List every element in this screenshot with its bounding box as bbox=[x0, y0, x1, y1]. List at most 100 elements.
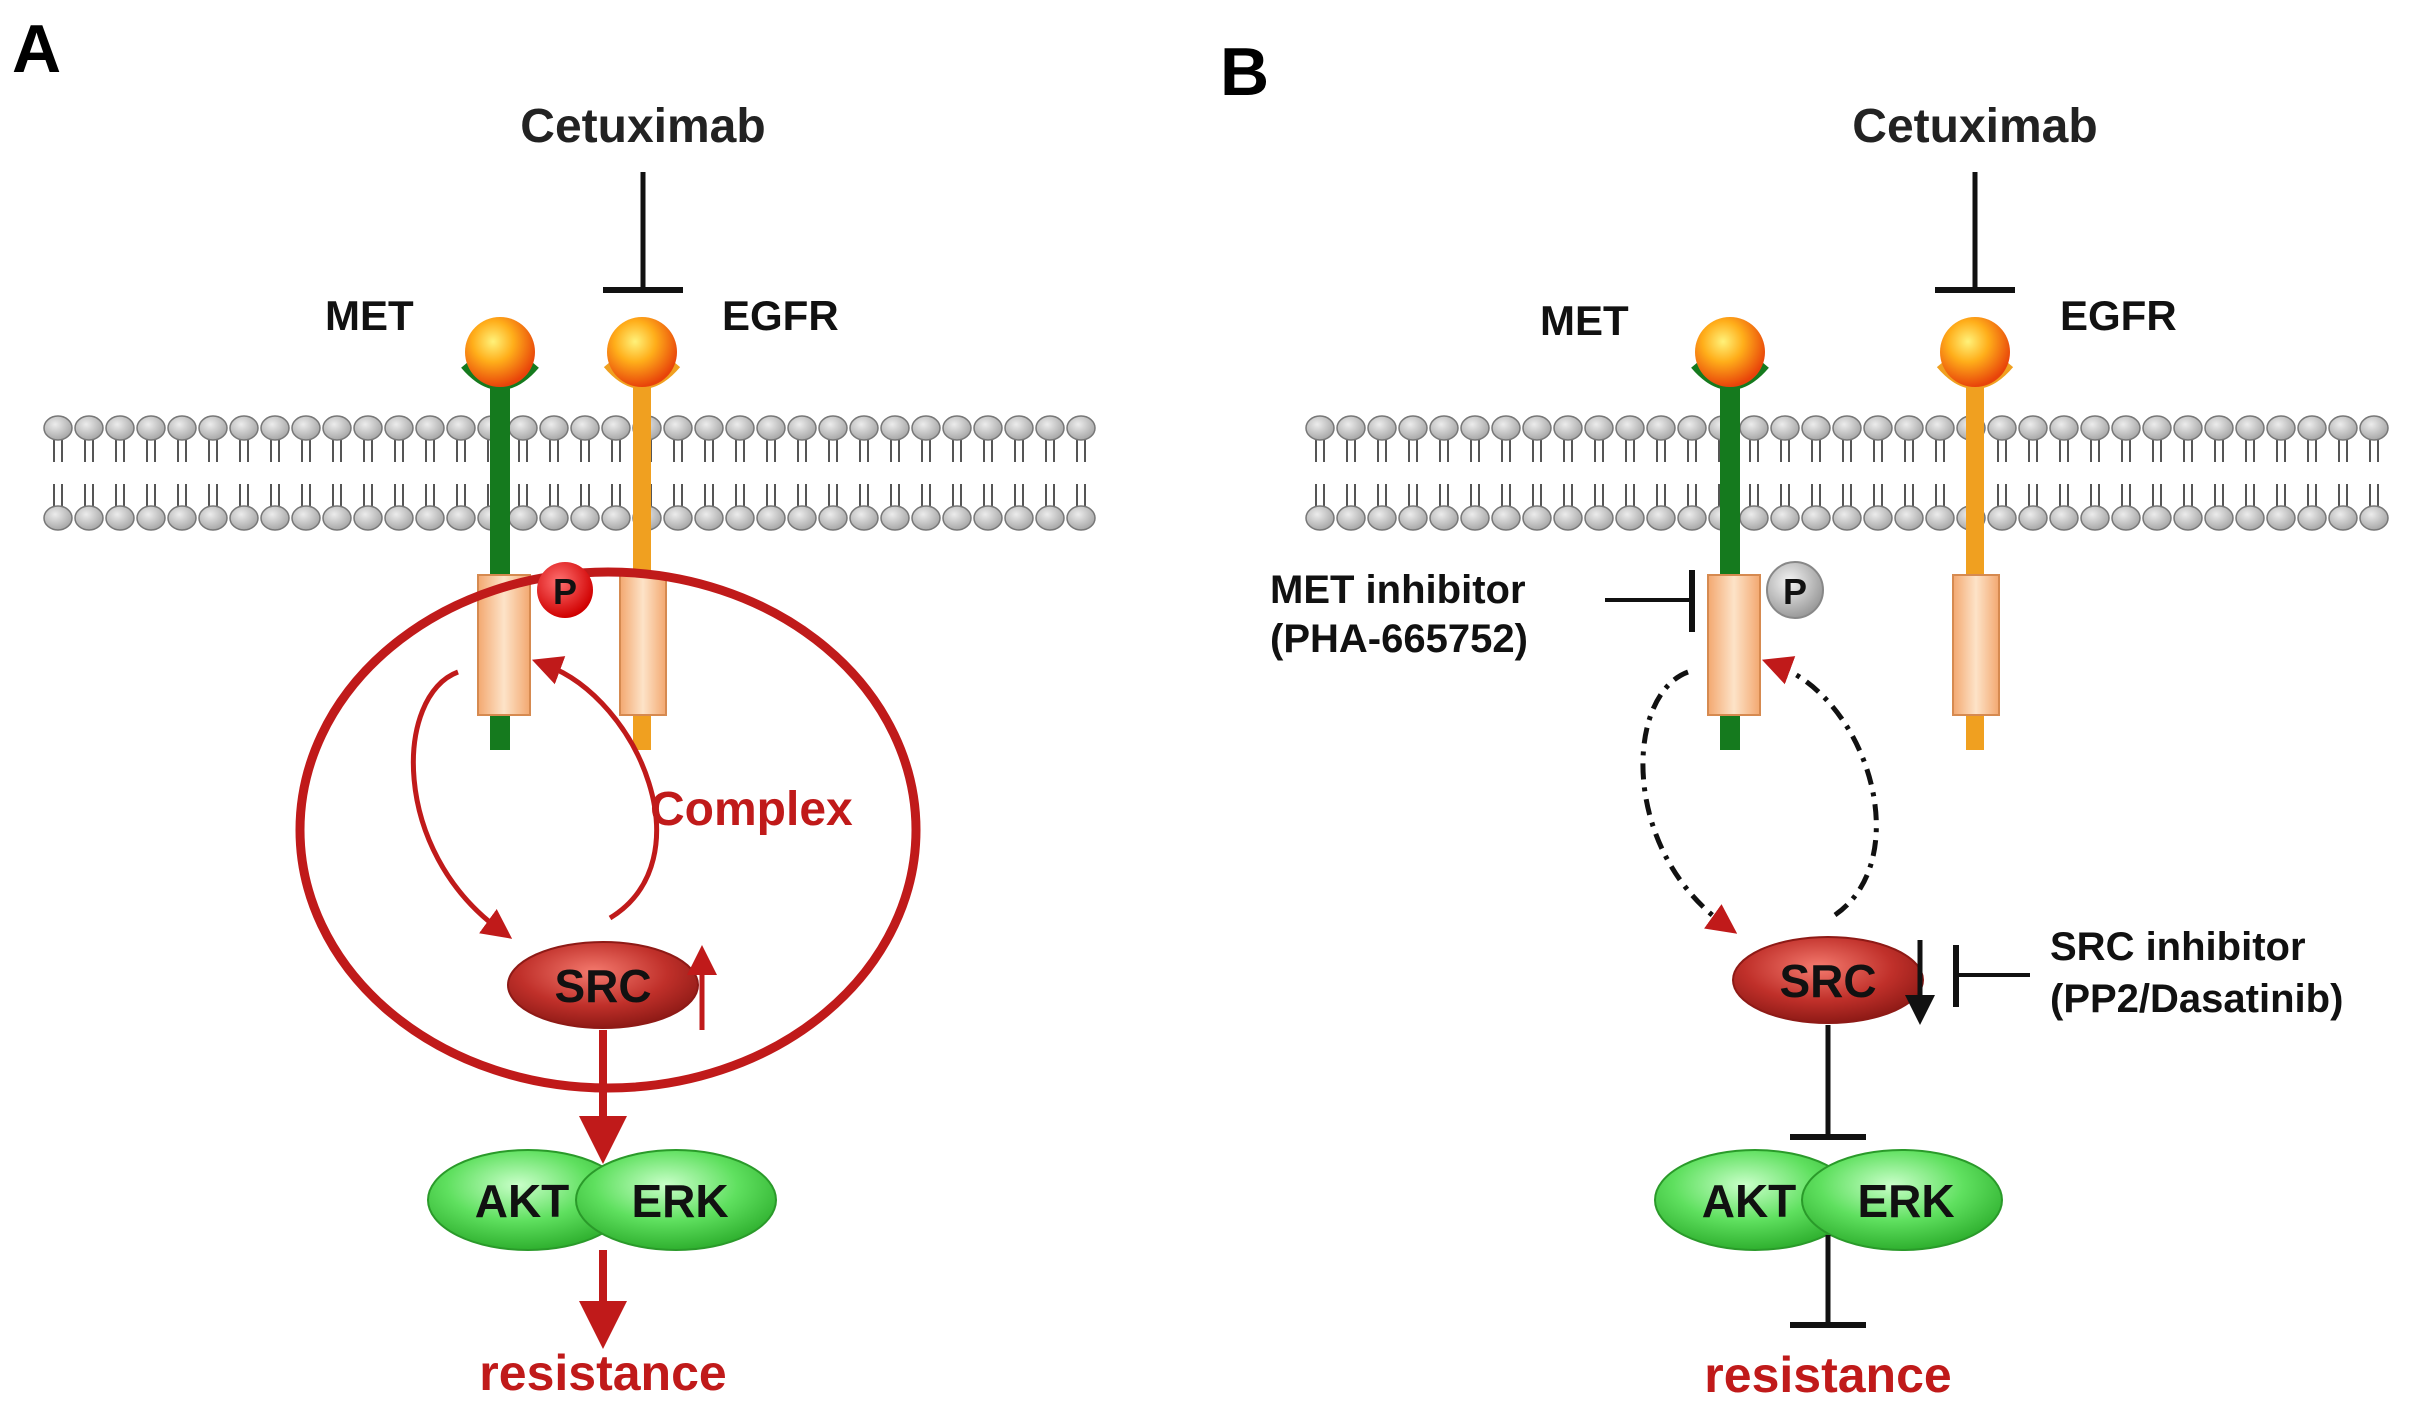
inhibition-bar-icon bbox=[1935, 172, 2015, 293]
src-inhibitor-compound: (PP2/Dasatinib) bbox=[2050, 977, 2343, 1021]
drug-label: Cetuximab bbox=[520, 100, 765, 153]
lipid-head bbox=[1894, 415, 1924, 441]
lipid-head bbox=[1336, 415, 1366, 441]
lipid-head bbox=[322, 505, 352, 531]
inhibition-bar-icon bbox=[1790, 1235, 1866, 1328]
met-kinase-domain bbox=[477, 574, 531, 716]
lipid-head bbox=[322, 415, 352, 441]
lipid-head bbox=[446, 505, 476, 531]
panel-a: A Cetuximab MET EGFR P bbox=[12, 11, 1096, 1401]
egfr-label: EGFR bbox=[2060, 292, 2177, 339]
lipid-head bbox=[663, 415, 693, 441]
lipid-head bbox=[1584, 415, 1614, 441]
egfr-label: EGFR bbox=[722, 292, 839, 339]
lipid-head bbox=[2111, 505, 2141, 531]
lipid-head bbox=[1553, 505, 1583, 531]
svg-text:AKT: AKT bbox=[1702, 1175, 1797, 1227]
svg-text:SRC: SRC bbox=[554, 960, 651, 1012]
lipid-head bbox=[2235, 505, 2265, 531]
src-inhibitor-label: SRC inhibitor bbox=[2050, 925, 2306, 969]
lipid-head bbox=[1491, 505, 1521, 531]
src-node: SRC bbox=[507, 941, 699, 1029]
lipid-head bbox=[353, 415, 383, 441]
lipid-head bbox=[601, 415, 631, 441]
lipid-head bbox=[291, 505, 321, 531]
inhibition-bar-icon bbox=[603, 172, 683, 293]
lipid-head bbox=[694, 415, 724, 441]
lipid-head bbox=[942, 415, 972, 441]
egfr-receptor bbox=[603, 317, 681, 750]
lipid-head bbox=[1832, 415, 1862, 441]
svg-text:SRC: SRC bbox=[1779, 955, 1876, 1007]
lipid-head bbox=[1336, 505, 1366, 531]
lipid-head bbox=[1801, 505, 1831, 531]
lipid-head bbox=[1646, 505, 1676, 531]
lipid-head bbox=[2018, 415, 2048, 441]
lipid-head bbox=[446, 415, 476, 441]
lipid-head bbox=[2297, 505, 2327, 531]
lipid-head bbox=[229, 505, 259, 531]
lipid-head bbox=[1305, 415, 1335, 441]
phospho-icon: P bbox=[537, 562, 593, 618]
lipid-head bbox=[1429, 415, 1459, 441]
lipid-head bbox=[167, 505, 197, 531]
lipid-head bbox=[1429, 505, 1459, 531]
inhibition-bar-icon bbox=[1605, 570, 1695, 632]
lipid-head bbox=[2266, 415, 2296, 441]
svg-text:ERK: ERK bbox=[1857, 1175, 1954, 1227]
panel-letter: A bbox=[12, 11, 61, 87]
lipid-head bbox=[1522, 415, 1552, 441]
lipid-head bbox=[1832, 505, 1862, 531]
svg-text:P: P bbox=[553, 571, 577, 612]
lipid-head bbox=[2173, 505, 2203, 531]
lipid-head bbox=[2142, 505, 2172, 531]
erk-node: ERK bbox=[1801, 1149, 2003, 1251]
lipid-head bbox=[2049, 505, 2079, 531]
lipid-head bbox=[1863, 505, 1893, 531]
met-inhibitor-label: MET inhibitor bbox=[1270, 568, 1526, 612]
lipid-head bbox=[1739, 505, 1769, 531]
cell-membrane bbox=[1305, 415, 2389, 531]
met-inhibitor-compound: (PHA-665752) bbox=[1270, 617, 1528, 661]
lipid-head bbox=[911, 415, 941, 441]
svg-text:ERK: ERK bbox=[631, 1175, 728, 1227]
lipid-head bbox=[1739, 415, 1769, 441]
lipid-head bbox=[756, 415, 786, 441]
lipid-head bbox=[2111, 415, 2141, 441]
lipid-head bbox=[1987, 415, 2017, 441]
met-label: MET bbox=[1540, 297, 1629, 344]
lipid-head bbox=[570, 415, 600, 441]
lipid-head bbox=[1398, 505, 1428, 531]
lipid-head bbox=[198, 415, 228, 441]
phospho-icon: P bbox=[1766, 561, 1824, 619]
inhibition-bar-icon bbox=[1953, 945, 2030, 1007]
lipid-head bbox=[756, 505, 786, 531]
lipid-head bbox=[1987, 505, 2017, 531]
lipid-head bbox=[2173, 415, 2203, 441]
lipid-head bbox=[694, 505, 724, 531]
lipid-head bbox=[1584, 505, 1614, 531]
ligand-sphere-icon bbox=[607, 317, 677, 387]
lipid-head bbox=[1770, 415, 1800, 441]
egfr-receptor bbox=[1936, 317, 2014, 750]
lipid-head bbox=[973, 505, 1003, 531]
egfr-kinase-domain bbox=[1952, 574, 2000, 716]
ligand-sphere-icon bbox=[1940, 317, 2010, 387]
lipid-head bbox=[260, 505, 290, 531]
lipid-head bbox=[43, 505, 73, 531]
complex-label: Complex bbox=[650, 783, 853, 836]
ligand-sphere-icon bbox=[1695, 317, 1765, 387]
lipid-head bbox=[384, 505, 414, 531]
lipid-head bbox=[2142, 415, 2172, 441]
svg-text:P: P bbox=[1783, 571, 1807, 612]
lipid-head bbox=[1615, 505, 1645, 531]
lipid-head bbox=[2266, 505, 2296, 531]
lipid-head bbox=[2359, 505, 2389, 531]
lipid-head bbox=[1035, 505, 1065, 531]
lipid-head bbox=[725, 505, 755, 531]
lipid-head bbox=[415, 415, 445, 441]
met-receptor bbox=[1691, 317, 1769, 750]
lipid-head bbox=[973, 415, 1003, 441]
lipid-head bbox=[508, 505, 538, 531]
